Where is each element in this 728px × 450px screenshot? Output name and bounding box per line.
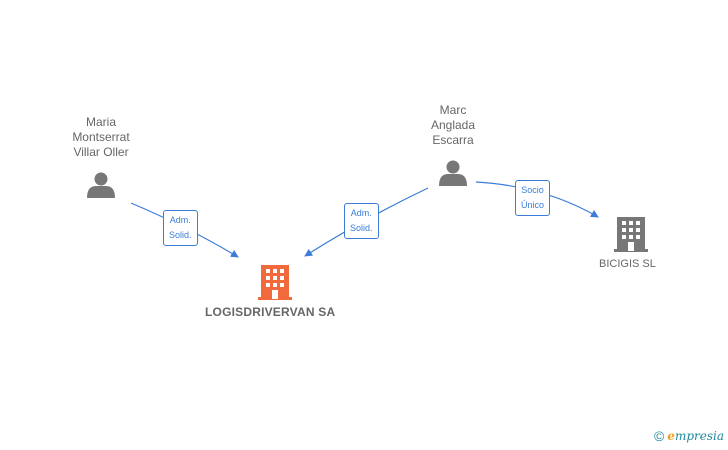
person-name-marc[interactable]: Marc Anglada Escarra bbox=[430, 103, 476, 147]
building-icon[interactable] bbox=[258, 265, 292, 300]
edge-label-adm-solid: Adm. Solid. bbox=[344, 203, 379, 239]
company-name-logisdrivervan[interactable]: LOGISDRIVERVAN SA bbox=[205, 305, 336, 319]
company-name-bicigis[interactable]: BICIGIS SL bbox=[599, 258, 656, 270]
edge-label-adm-solid: Adm. Solid. bbox=[163, 210, 198, 246]
building-icon[interactable] bbox=[614, 217, 648, 252]
person-icon[interactable] bbox=[87, 172, 115, 199]
person-icon[interactable] bbox=[439, 160, 467, 187]
empresia-logo: © empresia bbox=[654, 428, 724, 444]
edge-label-socio-unico: Socio Único bbox=[515, 180, 551, 216]
copyright-symbol: © bbox=[653, 428, 665, 444]
person-name-maria[interactable]: Maria Montserrat Villar Oller bbox=[72, 115, 130, 159]
brand-name: empresia bbox=[667, 429, 724, 443]
